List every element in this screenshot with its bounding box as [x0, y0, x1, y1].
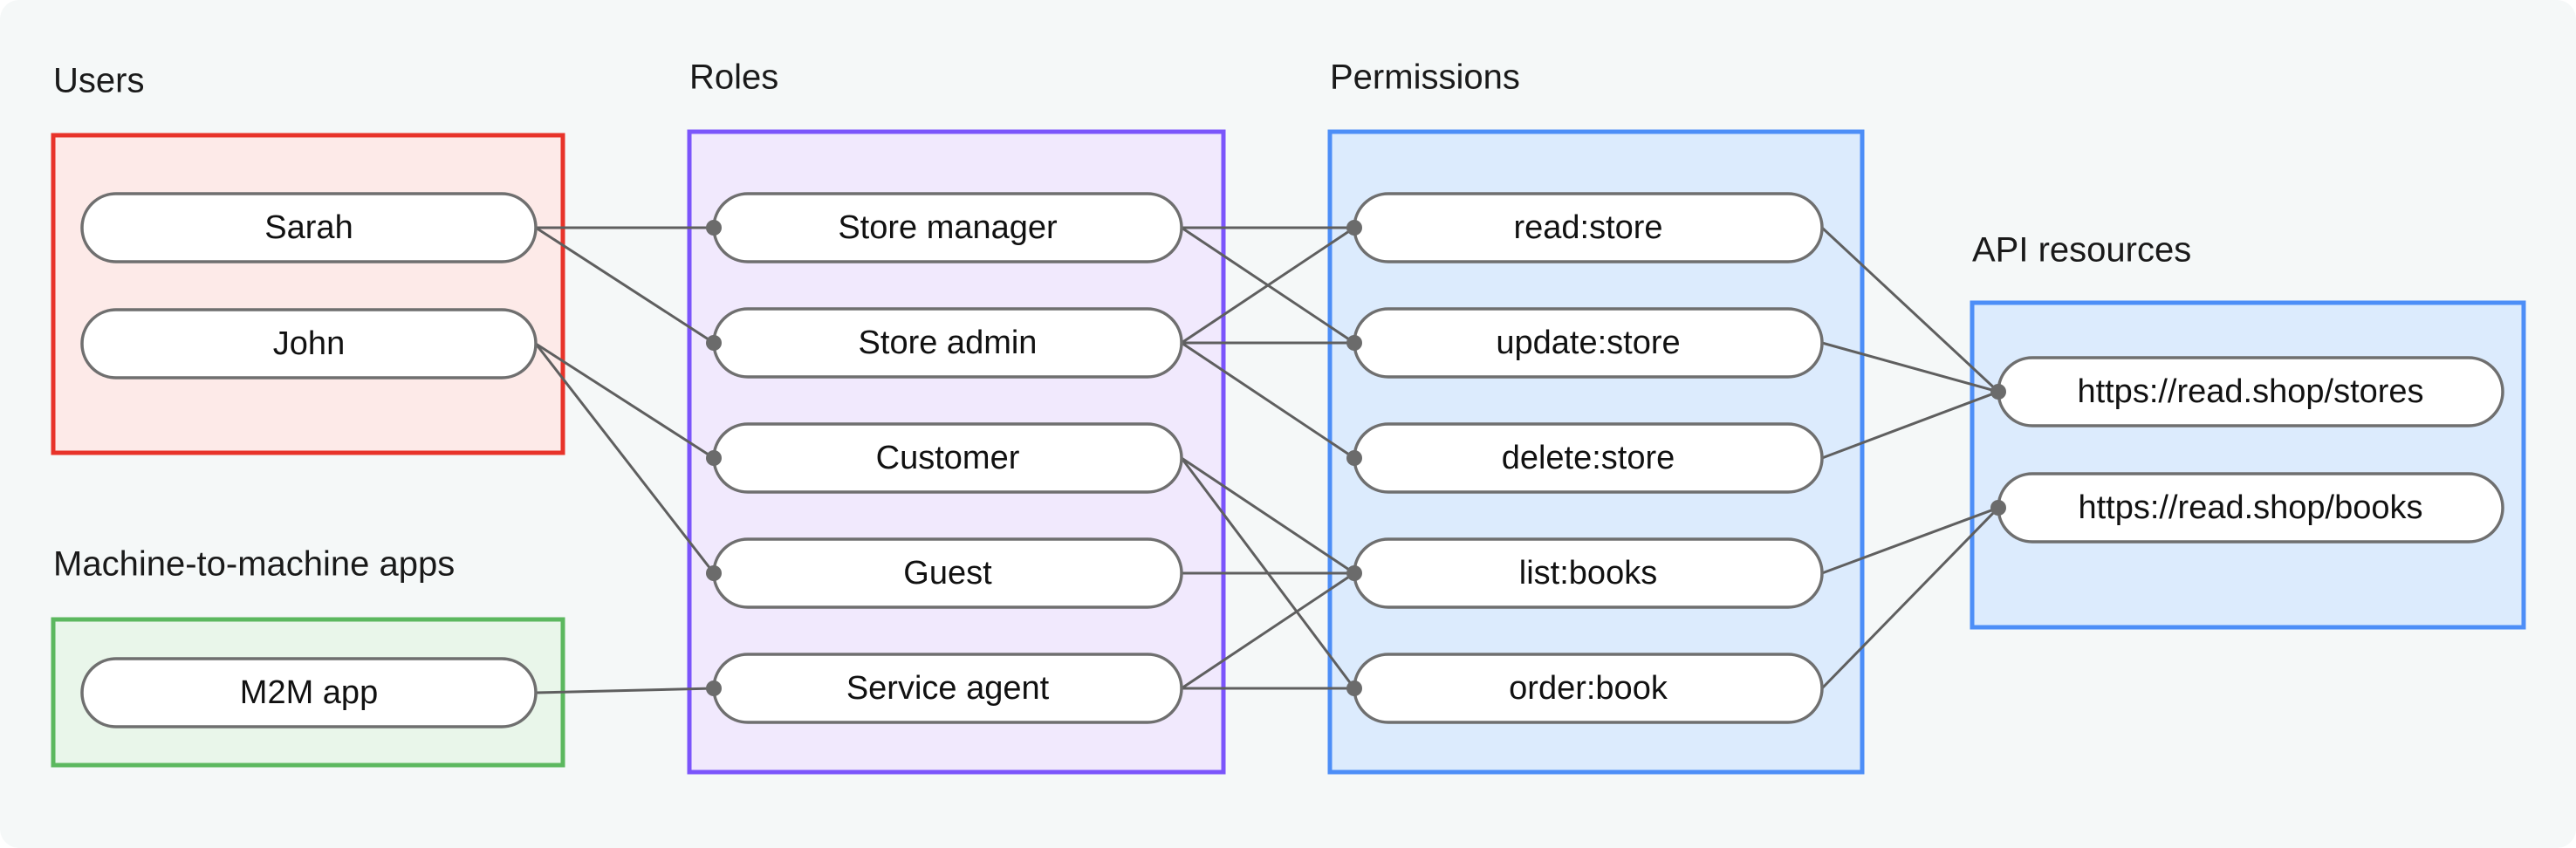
port-service_agent: [706, 680, 722, 696]
port-update_store: [1346, 335, 1362, 351]
node-label-list_books: list:books: [1519, 555, 1657, 592]
node-label-m2mapp: M2M app: [240, 674, 378, 711]
port-delete_store: [1346, 450, 1362, 466]
node-john[interactable]: [80, 308, 538, 380]
group-box-users: [51, 133, 565, 455]
group-label-roles: Roles: [689, 58, 778, 97]
group-label-permissions: Permissions: [1330, 58, 1520, 97]
port-read_store: [1346, 220, 1362, 236]
edge-m2mapp-to-service_agent: [535, 687, 715, 694]
edge-john-to-customer: [535, 342, 715, 460]
edge-service_agent-to-list_books: [1181, 571, 1355, 690]
node-label-res_stores: https://read.shop/stores: [2077, 373, 2423, 410]
edge-connectors: [534, 226, 2000, 694]
port-guest: [706, 565, 722, 581]
port-customer: [706, 450, 722, 466]
node-label-service_agent: Service agent: [846, 670, 1050, 707]
edge-order_book-to-res_books: [1820, 506, 2000, 690]
node-m2mapp[interactable]: [80, 657, 538, 728]
edge-john-to-guest: [534, 343, 716, 574]
port-store_manager: [706, 220, 722, 236]
edge-store_admin-to-read_store: [1181, 226, 1355, 345]
node-label-store_admin: Store admin: [859, 325, 1038, 361]
port-store_admin: [706, 335, 722, 351]
node-label-customer: Customer: [876, 440, 1020, 476]
node-label-read_store: read:store: [1513, 209, 1662, 246]
node-label-update_store: update:store: [1496, 325, 1680, 361]
edge-store_admin-to-delete_store: [1181, 341, 1355, 460]
port-res_books: [1990, 500, 2006, 516]
node-label-res_books: https://read.shop/books: [2078, 489, 2422, 526]
group-label-users: Users: [53, 62, 144, 100]
group-label-api: API resources: [1972, 231, 2191, 270]
connection-ports: [706, 220, 2006, 696]
edge-customer-to-list_books: [1181, 456, 1355, 575]
port-res_stores: [1990, 384, 2006, 400]
port-order_book: [1346, 680, 1362, 696]
group-box-api: [1970, 300, 2526, 630]
group-label-m2m: Machine-to-machine apps: [53, 545, 455, 584]
node-label-store_manager: Store manager: [838, 209, 1058, 246]
edge-read_store-to-res_stores: [1820, 226, 2000, 393]
node-label-sarah: Sarah: [264, 209, 353, 246]
port-list_books: [1346, 565, 1362, 581]
edge-list_books-to-res_books: [1821, 506, 1999, 575]
edge-delete_store-to-res_stores: [1821, 390, 1999, 460]
node-sarah[interactable]: [80, 192, 538, 263]
node-label-john: John: [273, 325, 345, 362]
node-label-guest: Guest: [903, 555, 992, 592]
edge-update_store-to-res_stores: [1821, 341, 1999, 393]
node-label-delete_store: delete:store: [1502, 440, 1675, 476]
node-label-order_book: order:book: [1509, 670, 1668, 707]
edge-sarah-to-store_admin: [535, 226, 715, 345]
